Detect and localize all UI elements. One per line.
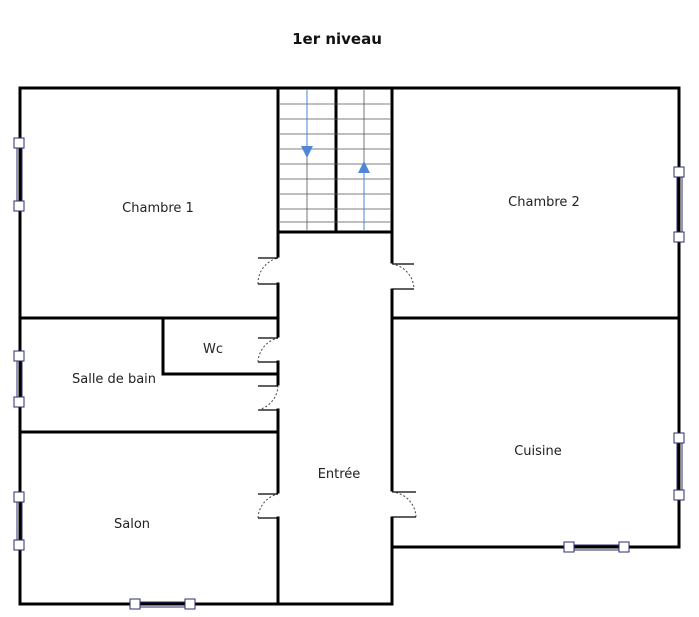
window-cuisine-bottom	[563, 541, 630, 553]
window-cuisine-side	[673, 432, 685, 501]
room-label-entree: Entrée	[318, 467, 361, 482]
stair-treads	[280, 90, 390, 230]
window-chambre-2	[673, 166, 685, 243]
doors	[257, 257, 417, 519]
windows	[13, 137, 685, 610]
window-salle-de-bain	[13, 350, 25, 408]
staircase	[280, 90, 390, 230]
down-arrow-icon	[301, 90, 313, 158]
room-label-salon: Salon	[114, 517, 150, 532]
room-label-wc: Wc	[203, 342, 223, 357]
interior-walls	[18, 86, 681, 606]
room-labels: Chambre 1 Chambre 2 Wc Salle de bain Sal…	[72, 195, 580, 532]
plan-title: 1er niveau	[292, 30, 382, 48]
room-label-chambre-1: Chambre 1	[122, 201, 194, 216]
window-salon-bottom	[129, 598, 196, 610]
door-salon	[257, 493, 279, 519]
window-chambre-1	[13, 137, 25, 212]
room-label-chambre-2: Chambre 2	[508, 195, 580, 210]
window-salon-side	[13, 491, 25, 551]
up-arrow-icon	[358, 161, 370, 230]
door-chambre-1	[257, 257, 279, 285]
room-label-salle-de-bain: Salle de bain	[72, 372, 156, 387]
door-cuisine	[391, 491, 417, 518]
door-wc	[257, 337, 279, 363]
room-label-cuisine: Cuisine	[514, 444, 562, 459]
door-chambre-2	[391, 263, 415, 290]
door-salle-de-bain	[257, 385, 279, 411]
